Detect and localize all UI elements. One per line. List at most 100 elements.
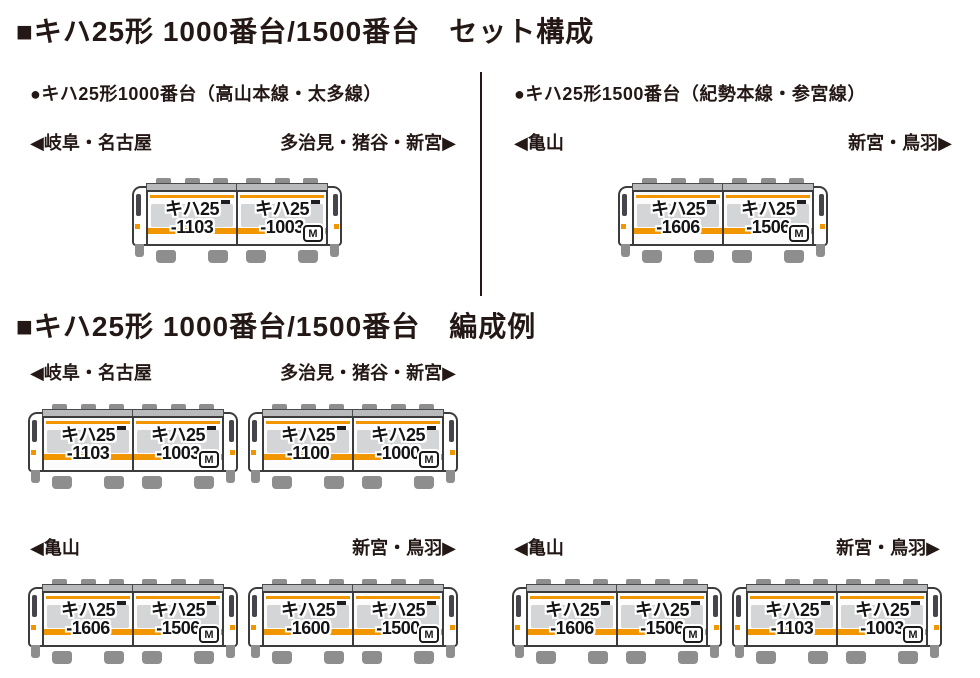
car-series-label: キハ25 <box>280 425 336 445</box>
window-band <box>47 605 129 628</box>
exhaust-vent-icon <box>337 426 346 430</box>
car-number-value: -1606 <box>550 618 594 638</box>
upper-stripe <box>636 195 720 198</box>
waist-stripe <box>238 228 326 234</box>
roof-vent-icon <box>109 579 124 586</box>
motor-badge: M <box>419 626 439 643</box>
waist-stripe <box>528 629 616 635</box>
car-number: キハ25-1003 <box>838 601 926 637</box>
coupler <box>446 470 455 483</box>
roof-vent-icon <box>565 579 580 586</box>
coupler <box>251 645 260 658</box>
roof-vent-icon <box>362 579 377 586</box>
nose-stripe <box>251 625 256 630</box>
roof-vent-icon <box>391 579 406 586</box>
window-band <box>357 605 439 628</box>
car-number-value: -1103 <box>770 618 814 638</box>
roof-vent-icon <box>246 178 261 185</box>
coupler <box>515 645 524 658</box>
waist-stripe <box>44 454 132 460</box>
cab-nose <box>248 587 262 658</box>
car-body: キハ25-1103 <box>42 416 134 472</box>
bogie <box>642 250 662 263</box>
bogie <box>784 250 804 263</box>
window-band <box>531 605 613 628</box>
upper-stripe <box>46 421 130 424</box>
car-series-label: キハ25 <box>370 425 426 445</box>
car-series-label: キハ25 <box>634 600 690 620</box>
nose-stripe <box>714 625 719 630</box>
cab-nose <box>708 587 722 658</box>
cab-nose <box>248 412 262 483</box>
waist-stripe <box>838 629 926 635</box>
car-number-value: -1600 <box>286 618 330 638</box>
bogie <box>362 651 382 664</box>
upper-stripe <box>356 421 440 424</box>
coupler <box>710 645 719 658</box>
car-number-value: -1100 <box>286 443 330 463</box>
direction-label-left: ◀亀山 <box>514 133 564 153</box>
window-band <box>137 430 219 453</box>
direction-label-right: 新宮・鳥羽▶ <box>352 538 456 558</box>
car-number: キハ25-1506 <box>618 601 706 637</box>
nose-stripe <box>621 224 626 229</box>
bogie <box>194 651 214 664</box>
nose-stripe <box>31 625 36 630</box>
car-number: キハ25-1103 <box>148 200 236 236</box>
bogie <box>846 651 866 664</box>
direction-row-set-1500: ◀亀山 新宮・鳥羽▶ <box>514 129 952 155</box>
exhaust-vent-icon <box>337 601 346 605</box>
bogie <box>104 476 124 489</box>
roof-vent-icon <box>301 404 316 411</box>
window-band <box>267 605 349 628</box>
cab-nose <box>444 412 458 483</box>
nose-stripe <box>251 450 256 455</box>
windshield <box>229 420 234 442</box>
bogie <box>156 250 176 263</box>
cab-nose <box>928 587 942 658</box>
upper-stripe <box>136 421 220 424</box>
train-car: キハ25-1103 <box>42 404 134 491</box>
car-number: キハ25-1606 <box>528 601 616 637</box>
bogie <box>208 250 228 263</box>
roof-vent-icon <box>813 579 828 586</box>
bogie <box>142 476 162 489</box>
roof-vent-icon <box>52 579 67 586</box>
car-number-value: -1003 <box>156 443 200 463</box>
direction-row-example-1500: ◀亀山 新宮・鳥羽▶ <box>30 534 456 560</box>
roof-vent-icon <box>789 178 804 185</box>
exhaust-vent-icon <box>911 601 920 605</box>
window-band <box>137 605 219 628</box>
car-body: キハ25-1606 <box>42 591 134 647</box>
bogie <box>142 651 162 664</box>
exhaust-vent-icon <box>821 601 830 605</box>
coupler <box>226 645 235 658</box>
bogie <box>104 651 124 664</box>
roof-vent-icon <box>213 178 228 185</box>
coupler <box>930 645 939 658</box>
train-car: キハ25-1103 <box>146 178 238 265</box>
cab-nose <box>132 186 146 257</box>
car-series-label: キハ25 <box>150 600 206 620</box>
upper-stripe <box>620 596 704 599</box>
roof-vent-icon <box>275 178 290 185</box>
windshield <box>449 420 454 442</box>
bogie <box>324 476 344 489</box>
car-number: キハ25-1506 <box>724 200 812 236</box>
window-band <box>47 430 129 453</box>
window-band <box>267 430 349 453</box>
bogie <box>588 651 608 664</box>
waist-stripe <box>264 629 352 635</box>
roof-vent-icon <box>171 579 186 586</box>
bogie <box>678 651 698 664</box>
windshield <box>516 595 521 617</box>
car-series-label: キハ25 <box>854 600 910 620</box>
